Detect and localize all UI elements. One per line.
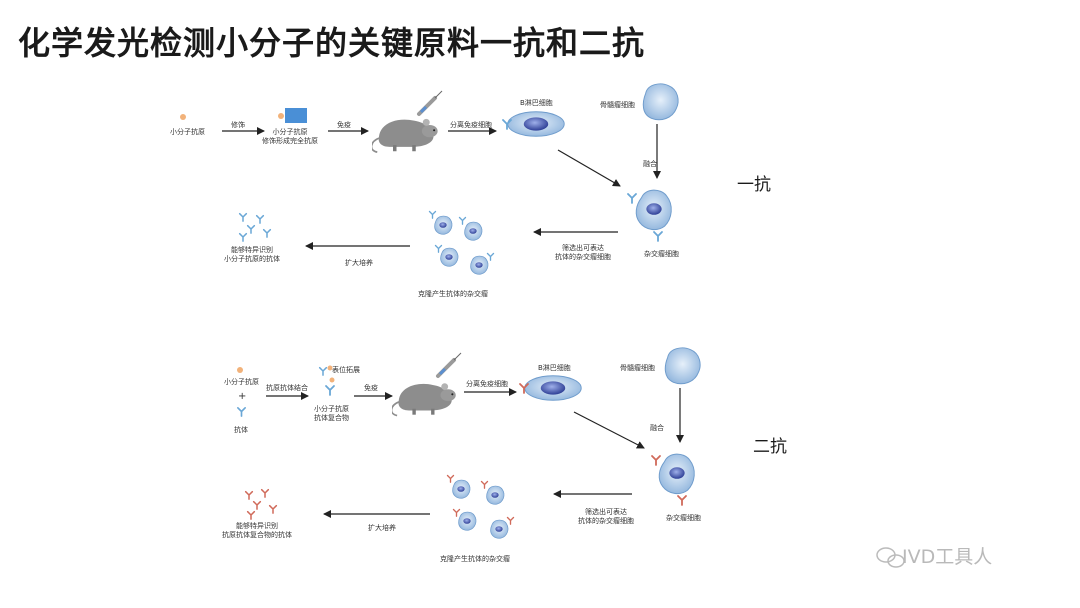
clones-label: 克隆产生抗体的杂交瘤	[440, 555, 510, 563]
clone-cell	[470, 255, 489, 275]
syringe-icon	[436, 351, 463, 378]
screen-label: 筛选出可表达 抗体的杂交瘤细胞	[555, 244, 611, 262]
clones-label: 克隆产生抗体的杂交瘤	[418, 290, 488, 298]
antibody-label: 抗体	[234, 426, 248, 434]
result-label: 能够特异识别 抗原抗体复合物的抗体	[222, 522, 292, 540]
antibody-icon	[428, 210, 437, 219]
fusion-label: 融合	[650, 424, 664, 432]
antibody-icon	[446, 474, 455, 483]
result-label: 能够特异识别 小分子抗原的抗体	[224, 246, 280, 264]
clone-cell	[486, 485, 505, 505]
antibody-icon	[677, 495, 687, 506]
hybridoma-label: 杂交瘤细胞	[666, 514, 701, 522]
hapten-dot	[237, 367, 243, 373]
expand-label: 扩大培养	[345, 259, 373, 267]
primary-panel	[180, 83, 679, 275]
antibody-icon	[325, 385, 335, 396]
b-cell-label: B淋巴细胞	[520, 99, 553, 107]
epitope-label: 表位拓展	[332, 366, 360, 374]
antibody-icon	[480, 480, 489, 489]
arrow-bcell-fuse	[573, 411, 645, 449]
step-bind-label: 抗原抗体结合	[266, 384, 308, 392]
carrier-protein	[285, 108, 307, 123]
secondary-side-label: 二抗	[753, 437, 787, 457]
antibody-icon	[452, 508, 461, 517]
primary-side-label: 一抗	[737, 175, 771, 195]
b-cell	[507, 111, 565, 137]
antibody-icon	[434, 244, 443, 253]
b-cell-label: B淋巴细胞	[538, 364, 571, 372]
hapten-label: 小分子抗原	[170, 128, 205, 136]
screen-label: 筛选出可表达 抗体的杂交瘤细胞	[578, 508, 634, 526]
antibody-icon	[252, 500, 262, 510]
myeloma-cell	[664, 347, 701, 385]
clone-cell	[440, 247, 459, 267]
antibody-icon	[318, 366, 328, 376]
complex-label: 小分子抗原 抗体复合物	[314, 405, 349, 423]
page-title: 化学发光检测小分子的关键原料一抗和二抗	[18, 24, 646, 62]
antibody-icon	[627, 193, 637, 204]
antibody-icon	[238, 212, 248, 222]
expand-label: 扩大培养	[368, 524, 396, 532]
clone-cell	[452, 479, 471, 499]
antibody-icon	[238, 232, 248, 242]
clone-cell	[458, 511, 477, 531]
step-isolate-label: 分离免疫细胞	[450, 121, 492, 129]
antibody-icon	[244, 490, 254, 500]
hapten-dot	[327, 365, 333, 371]
complete-antigen-label: 小分子抗原 修饰形成完全抗原	[262, 128, 318, 146]
hapten-dot	[180, 114, 186, 120]
step-immunize-label: 免疫	[364, 384, 378, 392]
antibody-icon	[458, 216, 467, 225]
clone-cell	[464, 221, 483, 241]
hapten-dot-2	[278, 113, 284, 119]
fusion-label: 融合	[643, 160, 657, 168]
mouse-icon	[392, 382, 457, 417]
step-isolate-label: 分离免疫细胞	[466, 380, 508, 388]
antibody-icon	[486, 252, 495, 261]
step-immunize-label: 免疫	[337, 121, 351, 129]
wechat-icon	[876, 547, 905, 568]
hybridoma-label: 杂交瘤细胞	[644, 250, 679, 258]
antibody-icon	[506, 516, 515, 525]
myeloma-label: 骨髓瘤细胞	[600, 101, 635, 109]
plus-sign: +	[238, 391, 247, 402]
mouse-icon	[372, 117, 439, 154]
secondary-panel	[237, 347, 701, 539]
hapten-label: 小分子抗原	[224, 378, 259, 386]
hybridoma-cell	[658, 453, 695, 495]
myeloma-cell	[642, 83, 679, 121]
watermark: IVD工具人	[902, 546, 993, 568]
antibody-icon	[246, 510, 256, 520]
antibody-icon	[653, 231, 663, 242]
arrow-bcell-fuse	[557, 149, 621, 187]
hybridoma-cell	[635, 189, 672, 231]
syringe-icon	[417, 89, 444, 116]
clone-cell	[490, 519, 509, 539]
step-modify-label: 修饰	[231, 121, 245, 129]
antibody-icon	[262, 228, 272, 238]
hapten-dot	[329, 377, 335, 383]
antibody-icon	[255, 214, 265, 224]
antibody-icon	[260, 488, 270, 498]
antibody-icon	[237, 407, 246, 417]
clone-cell	[434, 215, 453, 235]
antibody-icon	[246, 224, 256, 234]
b-cell	[524, 375, 582, 401]
antibody-icon	[268, 504, 278, 514]
antibody-icon	[651, 455, 661, 466]
myeloma-label: 骨髓瘤细胞	[620, 364, 655, 372]
